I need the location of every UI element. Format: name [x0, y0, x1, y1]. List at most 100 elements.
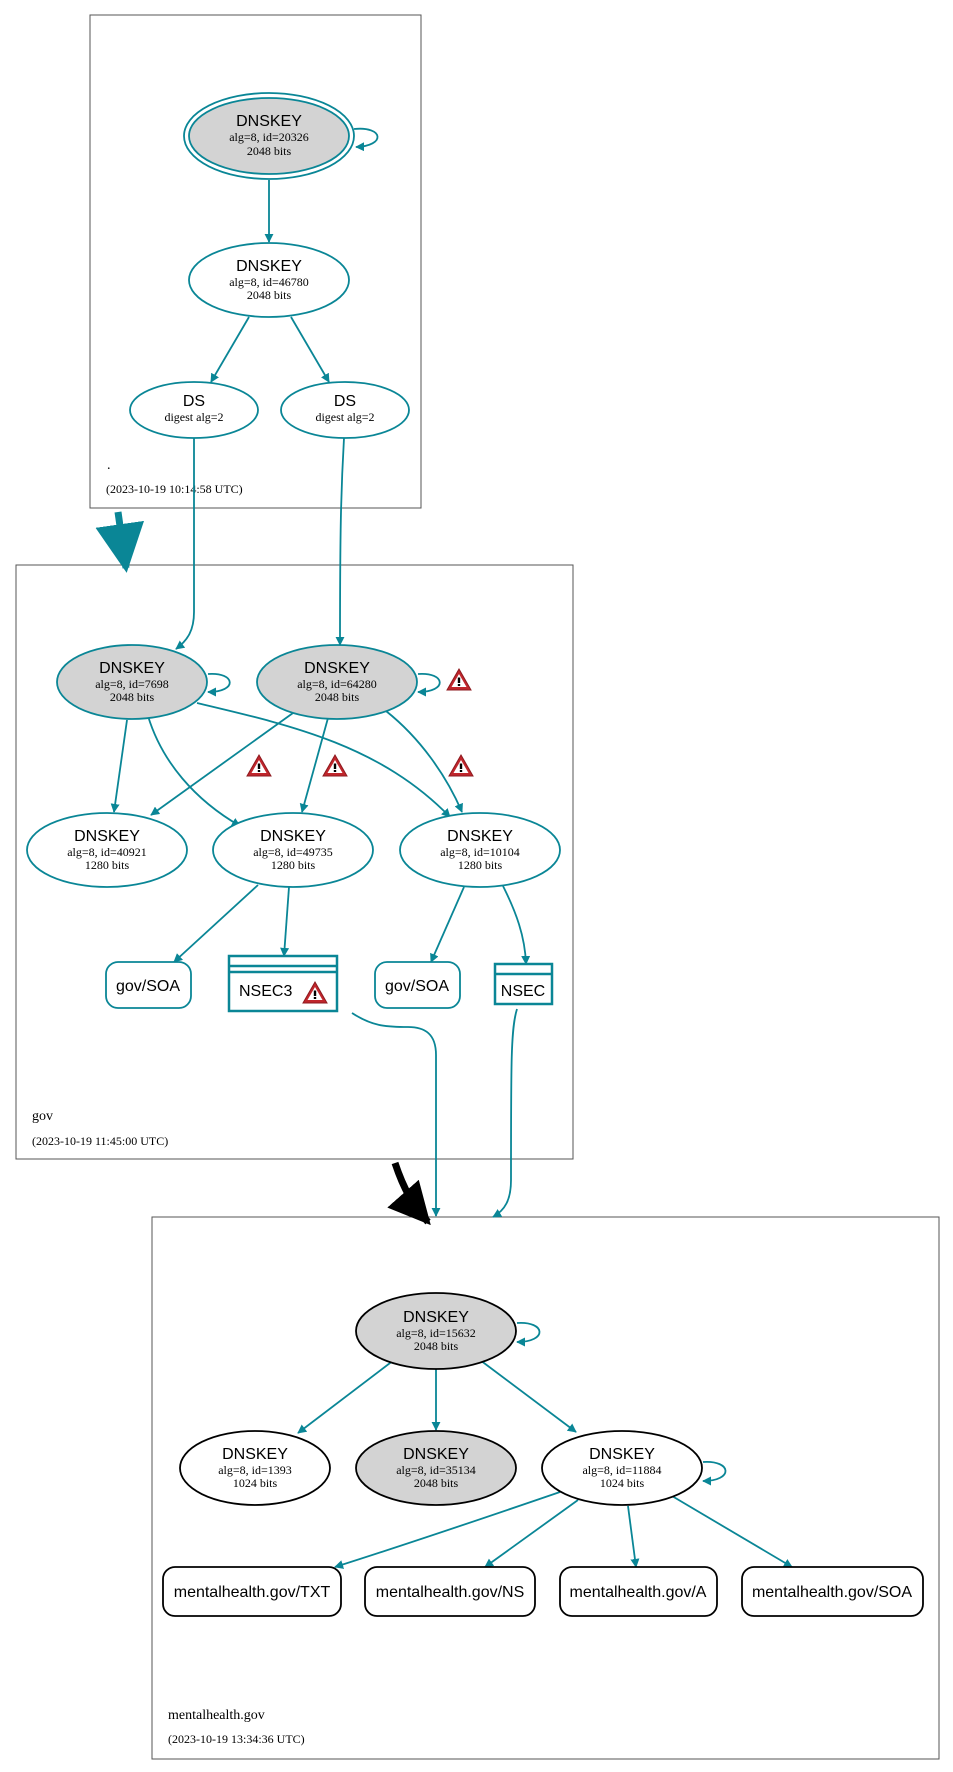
- edge-gov-ksk1-zsk1: [110, 719, 128, 813]
- dnskey-node-gov-ksk2-shape: [256, 644, 418, 720]
- dnskey-node-mh-zsk[interactable]: DNSKEY alg=8, id=11884 1024 bits: [541, 1430, 703, 1506]
- self-edge-gov-ksk2: [417, 673, 441, 697]
- rrset-node-mh-a[interactable]: mentalhealth.gov/A: [559, 1566, 718, 1617]
- warning-icon[interactable]: [446, 668, 472, 691]
- self-edge-root-ksk: [353, 127, 379, 152]
- rrset-node-mh-soa-shape: [741, 1566, 924, 1617]
- rrset-node-mh-txt-shape: [162, 1566, 342, 1617]
- edge-root-zsk-ds2: [290, 316, 330, 383]
- edge-mh-ksk-key1393: [297, 1359, 395, 1434]
- node-algorithm: alg=8, id=10104: [440, 845, 520, 859]
- edge-gov-zsk3-soa: [430, 886, 465, 963]
- nsec3-node[interactable]: NSEC3: [227, 954, 339, 1013]
- node-algorithm: alg=8, id=11884: [582, 1463, 661, 1477]
- dnskey-node-gov-zsk3-shape: [399, 812, 561, 888]
- rrset-label: mentalhealth.gov/NS: [376, 1584, 525, 1601]
- warning-icon[interactable]: [448, 754, 474, 777]
- zone-mentalhealth-box: [151, 1216, 940, 1760]
- node-key-size: 2048 bits: [414, 1476, 459, 1490]
- dnskey-node-mh-zsk-shape: [541, 1430, 703, 1506]
- ds-node-2[interactable]: DS digest alg=2: [280, 381, 410, 439]
- zone-gov-name: gov: [32, 1109, 53, 1124]
- dnskey-node-mh-1393[interactable]: DNSKEY alg=8, id=1393 1024 bits: [179, 1430, 331, 1506]
- edge-ds2-gov-ksk2: [335, 437, 345, 646]
- zone-root: . (2023-10-19 10:14:58 UTC): [89, 14, 422, 509]
- edge-nsec-mentalhealth: [492, 1008, 518, 1218]
- dnskey-node-gov-zsk3[interactable]: DNSKEY alg=8, id=10104 1280 bits: [399, 812, 561, 888]
- dnskey-node-gov-ksk2[interactable]: DNSKEY alg=8, id=64280 2048 bits: [256, 644, 418, 720]
- node-algorithm: alg=8, id=20326: [229, 130, 309, 144]
- node-key-size: 2048 bits: [110, 690, 155, 704]
- zone-mentalhealth: mentalhealth.gov (2023-10-19 13:34:36 UT…: [151, 1216, 940, 1760]
- rrset-label: NSEC: [501, 983, 545, 1000]
- node-title: DNSKEY: [403, 1309, 469, 1326]
- zone-gov-box: [15, 564, 574, 1160]
- node-key-size: 1280 bits: [458, 858, 503, 872]
- dnskey-node-root-zsk-shape: [188, 242, 350, 318]
- edge-gov-zsk2-soa: [173, 884, 259, 963]
- node-title: DNSKEY: [74, 828, 140, 845]
- node-title: DNSKEY: [304, 660, 370, 677]
- dnskey-node-mh-ksk[interactable]: DNSKEY alg=8, id=15632 2048 bits: [355, 1292, 517, 1370]
- rrset-label: gov/SOA: [116, 978, 180, 995]
- rrset-node-gov-soa-1[interactable]: gov/SOA: [105, 961, 192, 1009]
- edges: [95, 127, 793, 1569]
- edge-ds1-gov-ksk1: [175, 438, 195, 650]
- node-title: DNSKEY: [589, 1446, 655, 1463]
- ds-node-1[interactable]: DS digest alg=2: [129, 381, 259, 439]
- edge-gov-ksk1-zsk3: [196, 702, 451, 818]
- edge-mh-zsk-ns: [484, 1499, 579, 1568]
- node-key-size: 1280 bits: [271, 858, 316, 872]
- node-algorithm: alg=8, id=35134: [396, 1463, 476, 1477]
- zone-mentalhealth-name: mentalhealth.gov: [168, 1708, 265, 1723]
- node-title: DNSKEY: [236, 113, 302, 130]
- dnskey-node-mh-35134[interactable]: DNSKEY alg=8, id=35134 2048 bits: [355, 1430, 517, 1506]
- node-title: DNSKEY: [222, 1446, 288, 1463]
- zone-gov-timestamp: (2023-10-19 11:45:00 UTC): [32, 1134, 168, 1148]
- node-title: DS: [334, 393, 356, 410]
- rrset-node-gov-soa-2-shape: [374, 961, 461, 1009]
- dnskey-node-root-ksk[interactable]: DNSKEY alg=8, id=20326 2048 bits: [183, 92, 355, 180]
- node-algorithm: alg=8, id=1393: [218, 1463, 292, 1477]
- node-key-size: 2048 bits: [247, 288, 292, 302]
- zone-mentalhealth-timestamp: (2023-10-19 13:34:36 UTC): [168, 1732, 305, 1746]
- node-key-size: 1024 bits: [233, 1476, 278, 1490]
- nsec-node[interactable]: NSEC: [493, 962, 554, 1006]
- rrset-node-mh-soa[interactable]: mentalhealth.gov/SOA: [741, 1566, 924, 1617]
- rrset-node-mh-a-shape: [559, 1566, 718, 1617]
- rrset-node-mh-txt[interactable]: mentalhealth.gov/TXT: [162, 1566, 342, 1617]
- node-key-size: 2048 bits: [414, 1339, 459, 1353]
- self-edge-gov-ksk1: [207, 673, 231, 697]
- warning-icon[interactable]: [322, 754, 348, 777]
- rrset-node-mh-ns[interactable]: mentalhealth.gov/NS: [364, 1566, 536, 1617]
- edge-mh-ksk-zsk: [479, 1359, 577, 1433]
- rrset-label: NSEC3: [239, 983, 292, 1000]
- node-key-size: 1024 bits: [600, 1476, 645, 1490]
- dnskey-node-gov-zsk2[interactable]: DNSKEY alg=8, id=49735 1280 bits: [212, 812, 374, 888]
- rrset-label: mentalhealth.gov/TXT: [174, 1584, 331, 1601]
- zone-root-box: [89, 14, 422, 509]
- node-title: DNSKEY: [260, 828, 326, 845]
- dnskey-node-mh-35134-shape: [355, 1430, 517, 1506]
- warning-icon[interactable]: [246, 754, 272, 777]
- nsec-node-shape: [493, 962, 554, 1006]
- edge-gov-ksk2-zsk2: [299, 717, 329, 813]
- node-algorithm: alg=8, id=49735: [253, 845, 333, 859]
- rrset-node-gov-soa-2[interactable]: gov/SOA: [374, 961, 461, 1009]
- node-key-size: 2048 bits: [247, 144, 292, 158]
- edge-mh-zsk-txt: [334, 1491, 561, 1569]
- dnskey-node-root-zsk[interactable]: DNSKEY alg=8, id=46780 2048 bits: [188, 242, 350, 318]
- edge-gov-ksk1-zsk2: [147, 715, 241, 827]
- dnskey-node-gov-zsk1[interactable]: DNSKEY alg=8, id=40921 1280 bits: [26, 812, 188, 888]
- zone-root-timestamp: (2023-10-19 10:14:58 UTC): [106, 482, 243, 496]
- rrset-node-mh-ns-shape: [364, 1566, 536, 1617]
- node-algorithm: alg=8, id=40921: [67, 845, 147, 859]
- node-title: DNSKEY: [236, 258, 302, 275]
- rrset-label: mentalhealth.gov/SOA: [752, 1584, 912, 1601]
- dnskey-node-mh-ksk-shape: [355, 1292, 517, 1370]
- dnskey-node-gov-ksk1[interactable]: DNSKEY alg=8, id=7698 2048 bits: [56, 644, 208, 720]
- node-digest: digest alg=2: [315, 410, 374, 424]
- node-algorithm: alg=8, id=46780: [229, 275, 309, 289]
- node-title: DS: [183, 393, 205, 410]
